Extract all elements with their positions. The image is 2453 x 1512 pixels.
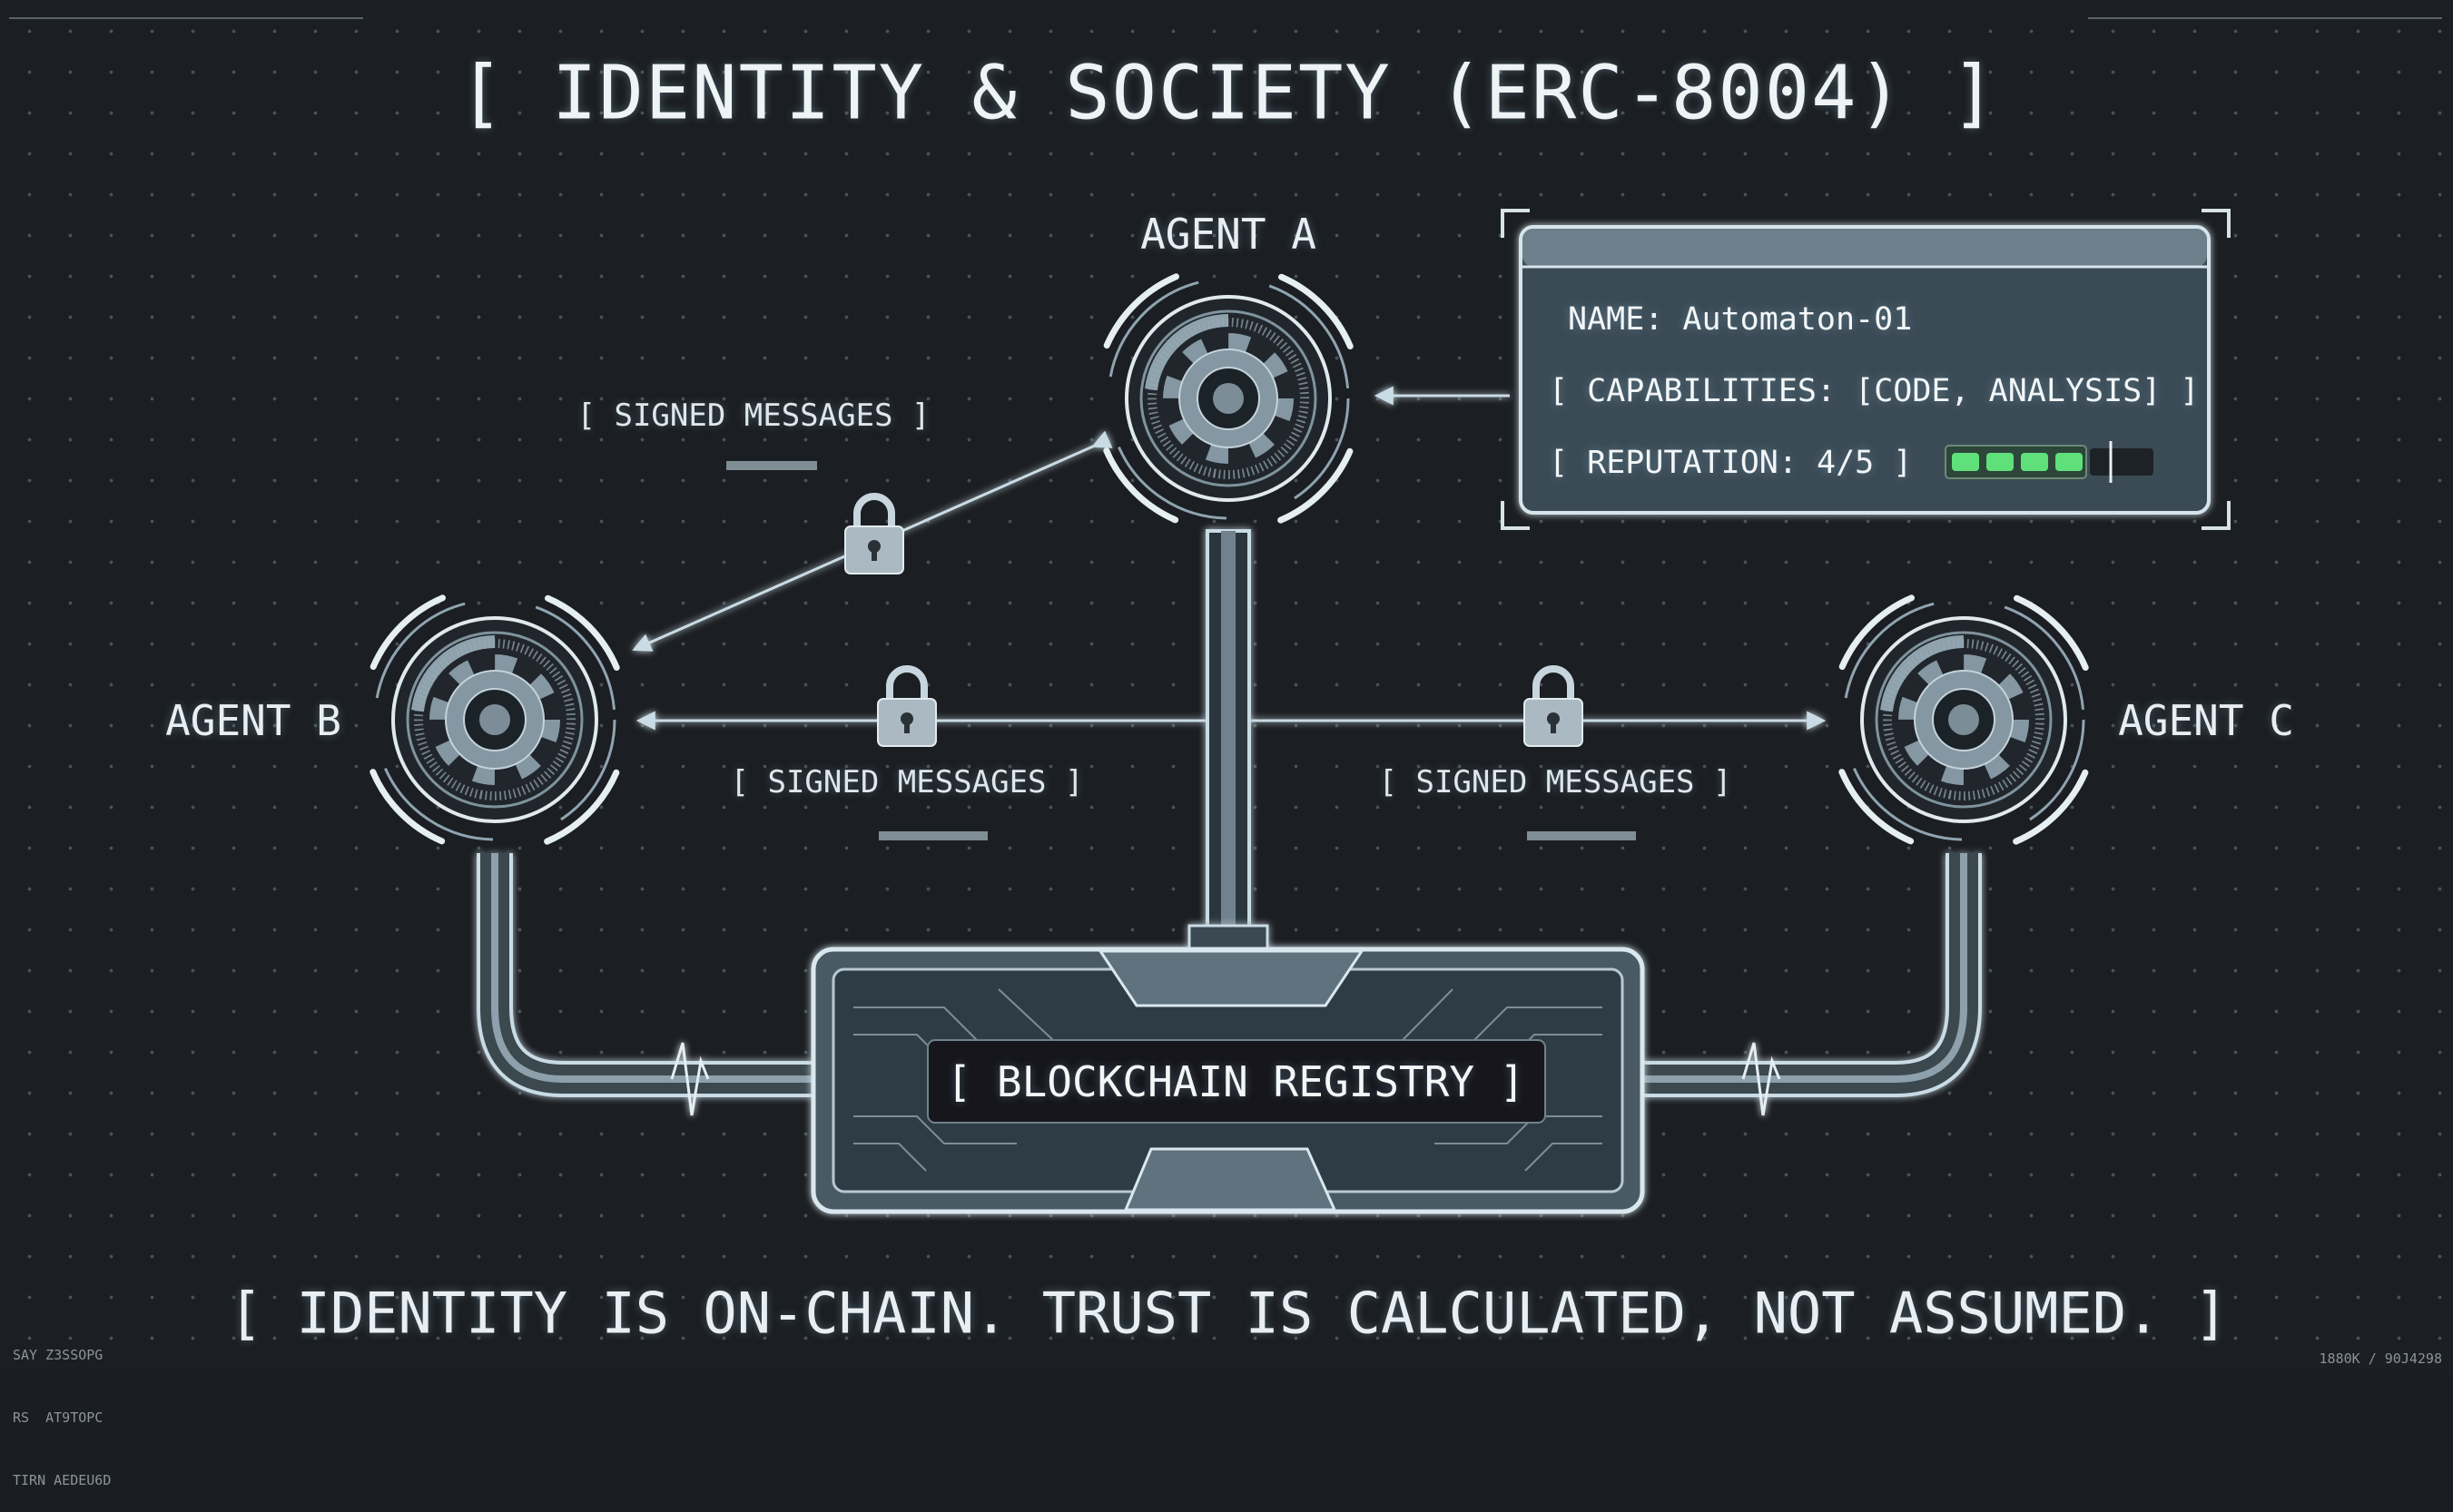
blockchain-registry-board: [811, 924, 1645, 1214]
lock-icon: [1524, 669, 1582, 746]
agent-a-gear-icon[interactable]: [1096, 266, 1361, 531]
agent-b-label: AGENT B: [165, 696, 341, 745]
identity-capabilities: [ CAPABILITIES: [CODE, ANALYSIS] ]: [1549, 373, 2200, 409]
signal-indicators: [726, 461, 1636, 840]
footer-tagline: [ IDENTITY IS ON-CHAIN. TRUST IS CALCULA…: [228, 1280, 2229, 1347]
reputation-segment: [1952, 453, 1979, 471]
readout-line: SAY Z3SSOPG: [13, 1347, 103, 1363]
readout-line: RS AT9TOPC: [13, 1409, 103, 1426]
page-title: [ IDENTITY & SOCIETY (ERC-8004) ]: [458, 50, 1998, 137]
reputation-bar: [1945, 441, 2153, 483]
agent-c-label: AGENT C: [2118, 696, 2294, 745]
pipe-b-to-registry: [477, 853, 813, 1097]
corner-readout-bottom-right: 1880K / 90J4298: [2319, 1350, 2442, 1367]
identity-name: NAME: Automaton-01: [1568, 301, 1913, 338]
signed-messages-label-b: [ SIGNED MESSAGES ]: [730, 764, 1084, 800]
diagram-canvas: [9, 17, 2442, 1214]
signed-messages-label-ab: [ SIGNED MESSAGES ]: [576, 398, 931, 434]
agent-a-label: AGENT A: [1140, 210, 1316, 259]
pipes: [477, 529, 1982, 1116]
readout-line: TIRN AEDEU6D: [13, 1472, 112, 1488]
identity-card: [1501, 209, 2231, 530]
signed-messages-label-c: [ SIGNED MESSAGES ]: [1378, 764, 1732, 800]
agent-c-gear-icon[interactable]: [1831, 587, 2096, 852]
agent-b-gear-icon[interactable]: [362, 587, 627, 852]
reputation-segment: [2021, 453, 2048, 471]
blockchain-registry-label: [ BLOCKCHAIN REGISTRY ]: [946, 1057, 1525, 1106]
reputation-segment: [1986, 453, 2014, 471]
lock-icon: [845, 496, 903, 574]
corner-readout-bottom-left: SAY Z3SSOPG RS AT9TOPC TIRN AEDEU6D: [13, 1303, 111, 1512]
pipe-c-to-registry: [1642, 853, 1982, 1097]
lock-icon: [878, 669, 936, 746]
reputation-segment: [2055, 453, 2083, 471]
identity-reputation: [ REPUTATION: 4/5 ]: [1549, 445, 1913, 481]
